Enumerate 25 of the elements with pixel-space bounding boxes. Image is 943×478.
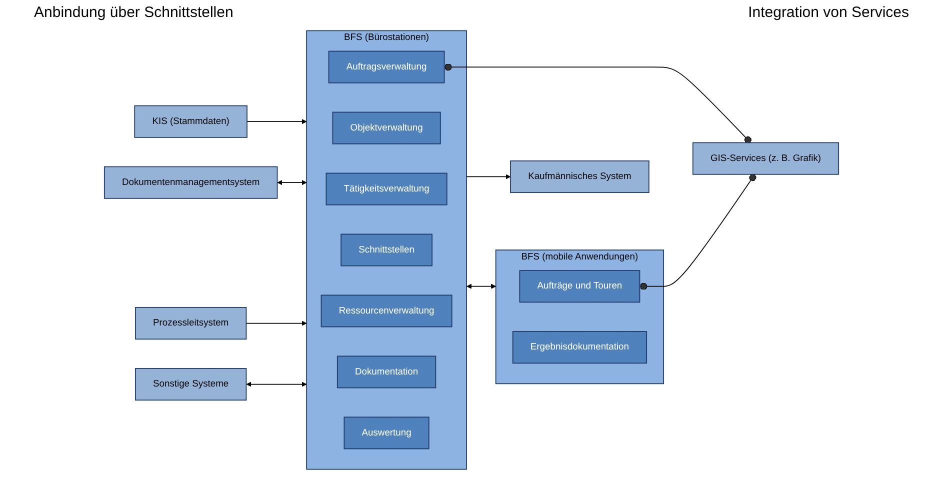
node-box: Auswertung (344, 416, 430, 450)
node-box: Objektverwaltung (332, 112, 441, 144)
arrow (246, 382, 307, 387)
arrow (466, 284, 496, 289)
node-box: Dokumentation (336, 356, 436, 388)
arrow (246, 320, 307, 326)
node-box: Sonstige Systeme (134, 368, 247, 401)
node-box: Aufträge und Touren (519, 270, 640, 303)
node-box: KIS (Stammdaten) (134, 105, 248, 138)
node-box: Dokumentenmanagementsystem (104, 166, 278, 199)
node-box: Tätigkeitsverwaltung (326, 172, 448, 206)
node-box: GIS-Services (z. B. Grafik) (692, 142, 840, 175)
node-box: Auftragsverwaltung (328, 50, 445, 84)
connector (639, 174, 756, 290)
node-box: Kaufmännisches System (510, 160, 650, 193)
section-heading: Integration von Services (748, 4, 909, 23)
node-box: Prozessleitsystem (135, 307, 247, 340)
node-box: Ergebnisdokumentation (512, 331, 648, 364)
node-box: Schnittstellen (340, 234, 432, 266)
arrow (466, 174, 511, 180)
arrow (246, 119, 307, 124)
node-box: Ressourcenverwaltung (320, 294, 452, 328)
section-heading: Anbindung über Schnittstellen (34, 4, 234, 23)
arrow (277, 180, 307, 186)
connector (444, 64, 752, 144)
